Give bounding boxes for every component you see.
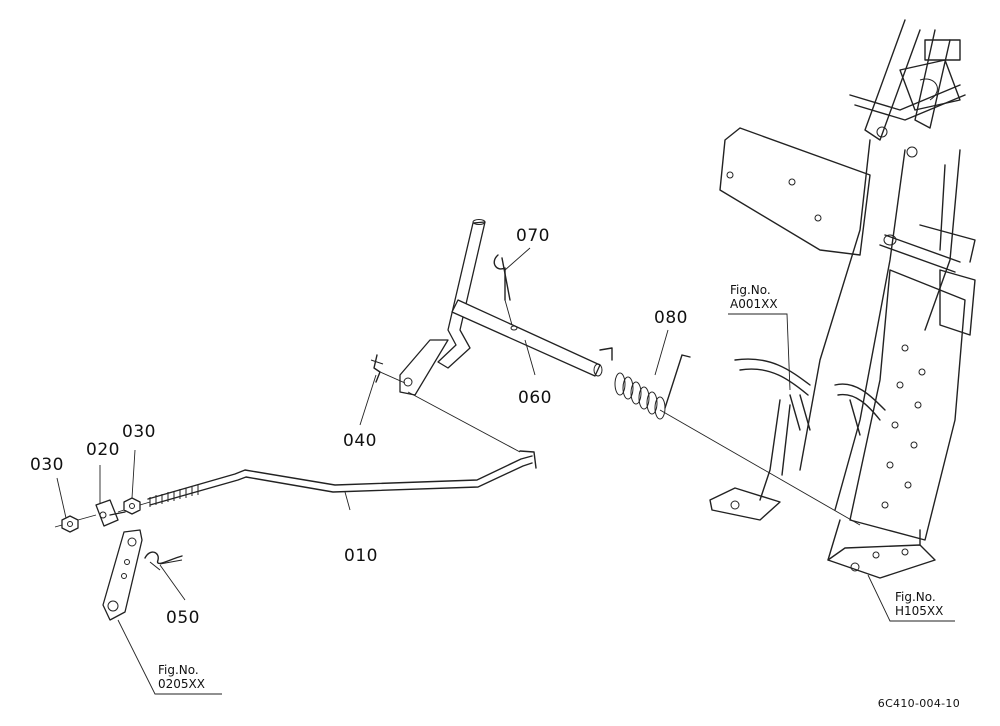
shaft-060-assembly bbox=[399, 219, 603, 396]
fig-ref-code: H105XX bbox=[895, 604, 944, 618]
callout-030-right: 030 bbox=[122, 422, 156, 442]
callout-080: 080 bbox=[654, 308, 688, 328]
fig-ref-title: Fig.No. bbox=[158, 663, 199, 677]
fig-ref-title: Fig.No. bbox=[730, 283, 771, 297]
assembly-centerlines bbox=[54, 299, 861, 565]
callout-030-left: 030 bbox=[30, 455, 64, 475]
callout-020: 020 bbox=[86, 440, 120, 460]
fig-ref-code: A001XX bbox=[730, 297, 778, 311]
clevis-020 bbox=[95, 499, 126, 527]
callout-010: 010 bbox=[344, 546, 378, 566]
nut-030-left bbox=[61, 515, 79, 533]
fig-ref-a001xx[interactable]: Fig.No. A001XX bbox=[730, 283, 778, 312]
drawing-code: 6C410-004-10 bbox=[877, 697, 960, 710]
clip-050 bbox=[144, 551, 183, 571]
link-plate bbox=[102, 529, 143, 621]
rod-010 bbox=[147, 450, 537, 507]
fig-ref-code: 0205XX bbox=[158, 677, 205, 691]
fig-ref-title: Fig.No. bbox=[895, 590, 936, 604]
chassis-frame bbox=[709, 19, 976, 579]
clip-040 bbox=[370, 354, 384, 383]
callout-070: 070 bbox=[516, 226, 550, 246]
callout-060: 060 bbox=[518, 388, 552, 408]
callout-leaders bbox=[56, 247, 955, 695]
spring-080 bbox=[599, 347, 691, 420]
fig-ref-h105xx[interactable]: Fig.No. H105XX bbox=[895, 590, 943, 619]
fig-ref-0205xx[interactable]: Fig.No. 0205XX bbox=[158, 663, 205, 692]
nut-030-right bbox=[123, 497, 141, 515]
callout-040: 040 bbox=[343, 431, 377, 451]
spring-pin-070 bbox=[493, 254, 511, 301]
callout-050: 050 bbox=[166, 608, 200, 628]
